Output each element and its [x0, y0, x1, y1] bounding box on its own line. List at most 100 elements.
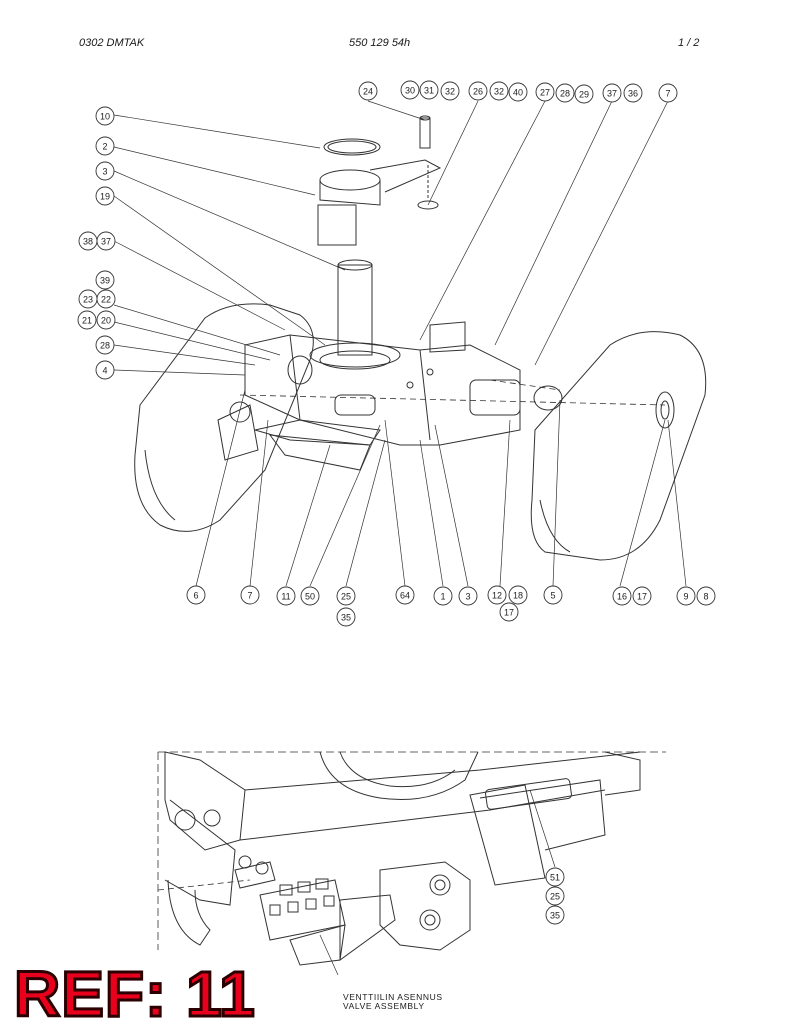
callout-balloon-label: 30	[405, 86, 415, 96]
left-track	[134, 303, 314, 532]
callout-balloon-circle	[95, 335, 115, 355]
callout-balloon-label: 37	[607, 89, 617, 99]
callout-balloon-label: 3	[465, 592, 470, 602]
callout-balloon-circle	[240, 585, 260, 605]
callout-balloon-circle	[358, 81, 378, 101]
callout-balloon-circle	[545, 867, 565, 887]
callout-balloon-label: 35	[341, 613, 351, 623]
callout-balloon-label: 32	[445, 87, 455, 97]
callout-balloon-circle	[433, 586, 453, 606]
callout-balloon-circle	[543, 585, 563, 605]
callout-balloon-circle	[95, 186, 115, 206]
callout-balloon-label: 5	[550, 591, 555, 601]
callout-balloon-label: 25	[550, 892, 560, 902]
ref-label: REF: 11	[13, 958, 257, 1030]
callout-balloon-circle	[95, 161, 115, 181]
callout-balloon-circle	[95, 360, 115, 380]
callout-balloon-label: 17	[504, 608, 514, 618]
callout-balloon-circle	[95, 136, 115, 156]
callout-balloon-circle	[440, 81, 460, 101]
callout-balloon-circle	[676, 586, 696, 606]
callout-balloon-circle	[555, 83, 575, 103]
callout-balloon-label: 19	[100, 192, 110, 202]
callout-balloon-label: 18	[513, 591, 523, 601]
callout-balloon-circle	[336, 607, 356, 627]
leader-lines	[113, 100, 687, 587]
right-track	[530, 331, 707, 561]
swing-cylinder	[317, 115, 442, 356]
callout-balloon-label: 31	[424, 86, 434, 96]
callout-balloon-label: 16	[617, 592, 627, 602]
callout-balloon-circle	[696, 586, 716, 606]
callout-balloon-circle	[508, 585, 528, 605]
header-part-number: 550 129 54h	[349, 37, 411, 49]
callout-balloon-circle	[489, 81, 509, 101]
callout-balloon-label: 4	[102, 366, 107, 376]
callout-balloon-circle	[545, 886, 565, 906]
callout-balloon-circle	[658, 83, 678, 103]
callout-balloon-circle	[96, 289, 116, 309]
callout-balloon-label: 29	[579, 90, 589, 100]
callout-balloon-circle	[419, 80, 439, 100]
callout-balloon-circle	[458, 586, 478, 606]
callout-balloon-label: 38	[83, 237, 93, 247]
callout-balloon-label: 37	[101, 237, 111, 247]
callout-balloon-circle	[602, 83, 622, 103]
callout-balloon-label: 50	[305, 592, 315, 602]
callout-balloon-circle	[400, 80, 420, 100]
callout-balloon-label: 6	[193, 591, 198, 601]
callout-balloon-circle	[186, 585, 206, 605]
callout-balloon-label: 28	[560, 89, 570, 99]
callout-balloon-label: 1	[440, 592, 445, 602]
callout-balloon-label: 28	[100, 341, 110, 351]
main-frame	[244, 321, 563, 471]
callout-balloon-label: 12	[492, 591, 502, 601]
callout-balloon-circle	[499, 602, 519, 622]
callout-balloon-circle	[508, 82, 528, 102]
callout-balloon-label: 3	[102, 167, 107, 177]
callout-balloon-circle	[96, 231, 116, 251]
callout-balloon-label: 7	[247, 591, 252, 601]
callout-balloon-label: 20	[101, 316, 111, 326]
header-document-code: 0302 DMTAK	[79, 37, 145, 49]
callout-balloon-label: 2	[102, 142, 107, 152]
callout-balloon-circle	[632, 586, 652, 606]
callout-balloon-label: 27	[540, 88, 550, 98]
callout-balloon-label: 26	[473, 87, 483, 97]
callout-balloon-circle	[545, 905, 565, 925]
callout-balloon-label: 25	[341, 592, 351, 602]
callout-balloon-label: 64	[400, 591, 410, 601]
callout-balloon-label: 23	[83, 295, 93, 305]
callout-balloon-label: 39	[100, 276, 110, 286]
callout-balloon-label: 35	[550, 911, 560, 921]
callout-balloon-circle	[535, 82, 555, 102]
callout-balloon-label: 8	[703, 592, 708, 602]
callout-balloon-circle	[574, 84, 594, 104]
callout-balloon-label: 32	[494, 87, 504, 97]
callout-balloon-circle	[276, 586, 296, 606]
callout-balloon-circle	[468, 81, 488, 101]
detail-view-valve-assembly	[157, 751, 666, 976]
callout-balloon-label: 36	[628, 89, 638, 99]
callout-balloon-circle	[487, 585, 507, 605]
callout-balloon-label: 10	[100, 112, 110, 122]
callout-balloon-circle	[623, 83, 643, 103]
callout-balloon-label: 51	[550, 873, 560, 883]
header-page-number: 1 / 2	[678, 37, 700, 49]
callout-balloon-circle	[336, 586, 356, 606]
axis-lines	[239, 379, 666, 406]
callout-balloon-circle	[95, 106, 115, 126]
callout-balloon-circle	[77, 310, 97, 330]
callout-balloon-label: 11	[281, 592, 290, 602]
callout-balloon-label: 9	[683, 592, 688, 602]
callout-balloon-circle	[395, 585, 415, 605]
callout-balloon-label: 24	[363, 87, 373, 97]
callout-balloon-label: 22	[101, 295, 111, 305]
callout-balloon-circle	[612, 586, 632, 606]
callout-balloon-circle	[96, 310, 116, 330]
callout-balloon-circle	[300, 586, 320, 606]
callout-balloon-label: 40	[513, 88, 523, 98]
callout-balloon-circle	[95, 270, 115, 290]
callout-balloon-label: 21	[82, 316, 92, 326]
